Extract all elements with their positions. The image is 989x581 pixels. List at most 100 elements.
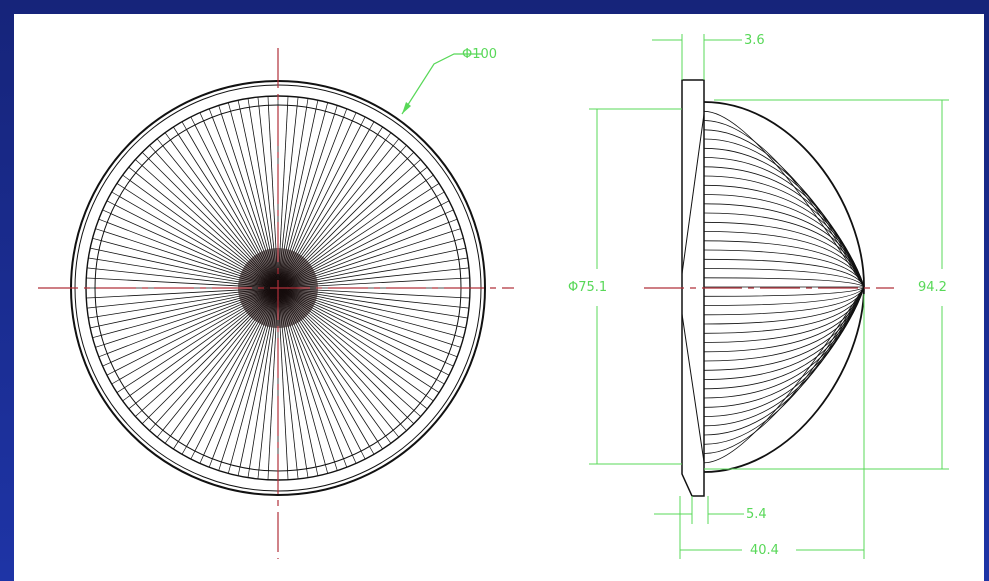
rim-tick — [218, 461, 222, 471]
rim-tick — [164, 435, 171, 444]
rim-tick — [315, 100, 319, 110]
dome-rib — [703, 286, 865, 417]
rim-tick — [413, 159, 421, 166]
rim-tick — [98, 353, 108, 358]
rim-tick — [419, 402, 428, 410]
rim-tick — [454, 335, 464, 339]
rim-tick — [92, 237, 102, 241]
rim-tick — [247, 98, 250, 108]
dome-rib — [703, 240, 865, 288]
rim-tick — [392, 138, 400, 147]
rim-tick — [102, 209, 111, 214]
rim-tick — [90, 247, 100, 251]
height-label: 94.2 — [918, 280, 947, 295]
rim-tick — [227, 102, 231, 112]
rim-tick — [111, 191, 120, 197]
dome-rib — [703, 231, 865, 288]
rim-tick — [456, 247, 466, 251]
rim-tick — [425, 174, 434, 181]
dome-rib — [703, 286, 865, 306]
rim-tick — [407, 417, 415, 425]
rim-tick — [122, 395, 131, 402]
rim-tick — [458, 257, 468, 260]
rim-tick — [149, 145, 156, 153]
rim-tick — [352, 112, 357, 121]
rim-tick — [98, 218, 108, 223]
rim-tick — [87, 267, 97, 270]
rim-tick — [377, 441, 383, 450]
rim-tick — [135, 159, 143, 166]
rim-tick — [296, 469, 299, 479]
rim-tick — [116, 183, 125, 189]
dome-ribs — [703, 110, 865, 464]
dome-rib — [703, 268, 865, 288]
rim-tick — [106, 200, 116, 206]
rim-tick — [369, 121, 375, 130]
rim-tick — [334, 461, 338, 471]
drawing-canvas: Φ100 3.6 — [14, 14, 984, 581]
flange-bevel-top — [681, 113, 705, 275]
rim-tick — [448, 218, 458, 223]
dome-rib — [703, 147, 865, 288]
rim-tick — [360, 116, 366, 126]
rim-tick — [458, 316, 468, 319]
rim-tick — [87, 306, 97, 309]
rim-tick — [128, 402, 137, 410]
rim-tick — [407, 151, 415, 159]
dome-rib — [703, 286, 865, 390]
rim-tick — [325, 464, 329, 474]
dome-rib — [703, 286, 865, 445]
rim-tick — [208, 108, 213, 118]
rim-tick — [431, 183, 440, 189]
rim-tick — [88, 316, 98, 319]
rim-tick — [369, 446, 375, 455]
rim-tick — [247, 468, 250, 478]
rim-tick — [257, 97, 260, 107]
rim-tick — [419, 166, 428, 174]
dome-rib — [703, 138, 865, 288]
rim-tick — [436, 191, 445, 197]
rim-tick — [343, 458, 348, 468]
rim-tick — [400, 145, 407, 153]
rim-tick — [343, 108, 348, 118]
rim-tick — [88, 257, 98, 260]
rim-tick — [454, 237, 464, 241]
side-view-lens: 3.6 Φ75.1 94.2 5.4 — [568, 33, 949, 559]
dome-rib — [703, 286, 865, 454]
rim-tick — [92, 335, 102, 339]
rim-tick — [425, 395, 434, 402]
dome-rib — [703, 221, 865, 288]
rim-tick — [190, 116, 196, 126]
rim-tick — [385, 132, 392, 141]
rim-tick — [445, 362, 454, 367]
rim-tick — [257, 469, 260, 479]
rim-tick — [135, 410, 143, 417]
rim-tick — [451, 228, 461, 232]
rim-tick — [102, 362, 111, 367]
rim-tick — [149, 423, 156, 431]
base-offset-label: 5.4 — [746, 507, 767, 522]
rim-tick — [156, 429, 164, 438]
rim-tick — [106, 370, 116, 376]
rim-tick — [360, 450, 366, 460]
dome-rib — [703, 286, 865, 297]
rim-tick — [440, 200, 450, 206]
rim-tick — [431, 387, 440, 393]
rim-tick — [306, 468, 309, 478]
rim-tick — [377, 126, 383, 135]
rim-tick — [400, 423, 407, 431]
rim-tick — [334, 105, 338, 115]
front-view-lens: Φ100 — [38, 47, 514, 559]
rim-tick — [296, 97, 299, 107]
rim-tick — [436, 379, 445, 385]
dome-rib — [703, 212, 865, 288]
rim-tick — [90, 325, 100, 329]
rim-tick — [181, 121, 187, 130]
technical-drawing: Φ100 3.6 — [38, 33, 949, 559]
rim-tick — [459, 306, 469, 309]
rim-tick — [451, 344, 461, 348]
rim-tick — [385, 435, 392, 444]
dome-rib — [703, 286, 865, 316]
rim-tick — [413, 410, 421, 417]
rim-tick — [141, 417, 149, 425]
